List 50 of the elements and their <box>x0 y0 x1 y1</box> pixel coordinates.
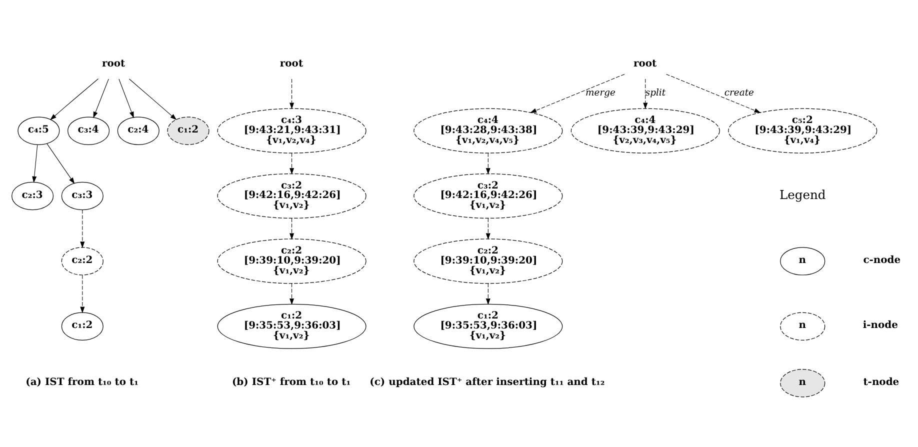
arrow <box>290 152 294 174</box>
edge-label: merge <box>586 86 616 98</box>
node-ellipse: c₁:2 [9:35:53,9:36:03] {v₁,v₂} <box>414 303 563 348</box>
node-ellipse: c₂:2 [9:39:10,9:39:20] {v₁,v₂} <box>217 238 366 284</box>
node-ellipse: c₃:2 [9:42:16,9:42:26] {v₁,v₂} <box>217 172 366 218</box>
arrow <box>80 209 85 248</box>
legend-label: t-node <box>863 376 900 388</box>
node-ellipse: c₁:2 <box>61 312 104 340</box>
arrow <box>290 282 294 304</box>
node-ellipse: c₄:4 [9:43:39,9:43:29] {v₂,v₃,v₄,v₅} <box>570 108 720 153</box>
node-ellipse: n <box>780 246 826 275</box>
arrow <box>643 78 648 109</box>
node-ellipse: c₂:3 <box>12 181 54 210</box>
arrow <box>486 282 490 304</box>
arrow <box>46 142 75 184</box>
arrow <box>486 152 490 174</box>
node-text: root <box>102 58 126 70</box>
node-text: root <box>633 58 657 70</box>
node-ellipse: n <box>780 368 826 397</box>
node-ellipse: c₃:4 <box>68 116 110 144</box>
node-ellipse: c₁:2 [9:35:53,9:36:03] {v₁,v₂} <box>217 303 366 348</box>
legend-label: c-node <box>863 254 901 266</box>
node-ellipse: c₁:2 <box>167 116 210 144</box>
node-ellipse: c₃:2 [9:42:16,9:42:26] {v₁,v₂} <box>414 172 563 218</box>
arrow <box>50 78 99 120</box>
node-ellipse: c₃:3 <box>61 181 104 210</box>
edge-label: create <box>724 86 754 98</box>
node-ellipse: c₄:5 <box>18 116 60 144</box>
label: (c) updated IST⁺ after inserting t₁₁ and t₁₂ <box>370 376 605 388</box>
arrow <box>486 218 490 240</box>
label: (b) IST⁺ from t₁₀ to t₁ <box>232 376 351 388</box>
arrow <box>666 73 761 112</box>
label: Legend <box>779 187 826 202</box>
arrow <box>129 78 177 120</box>
node-ellipse: c₂:4 <box>117 116 160 144</box>
arrow <box>80 274 85 313</box>
arrow <box>290 218 294 240</box>
arrow <box>118 78 134 118</box>
node-ellipse: c₂:2 <box>61 246 104 275</box>
edge-label: split <box>645 86 666 98</box>
node-ellipse: n <box>780 312 826 340</box>
arrow <box>93 78 109 118</box>
arrow <box>32 144 38 182</box>
node-ellipse: c₂:2 [9:39:10,9:39:20] {v₁,v₂} <box>414 238 563 284</box>
label: (a) IST from t₁₀ to t₁ <box>26 376 138 388</box>
legend-label: i-node <box>862 320 898 331</box>
node-text: root <box>280 58 304 70</box>
node-ellipse: c₄:3 [9:43:21,9:43:31] {v₁,v₂,v₄} <box>217 108 366 153</box>
arrow <box>290 78 294 109</box>
arrow <box>530 73 625 112</box>
